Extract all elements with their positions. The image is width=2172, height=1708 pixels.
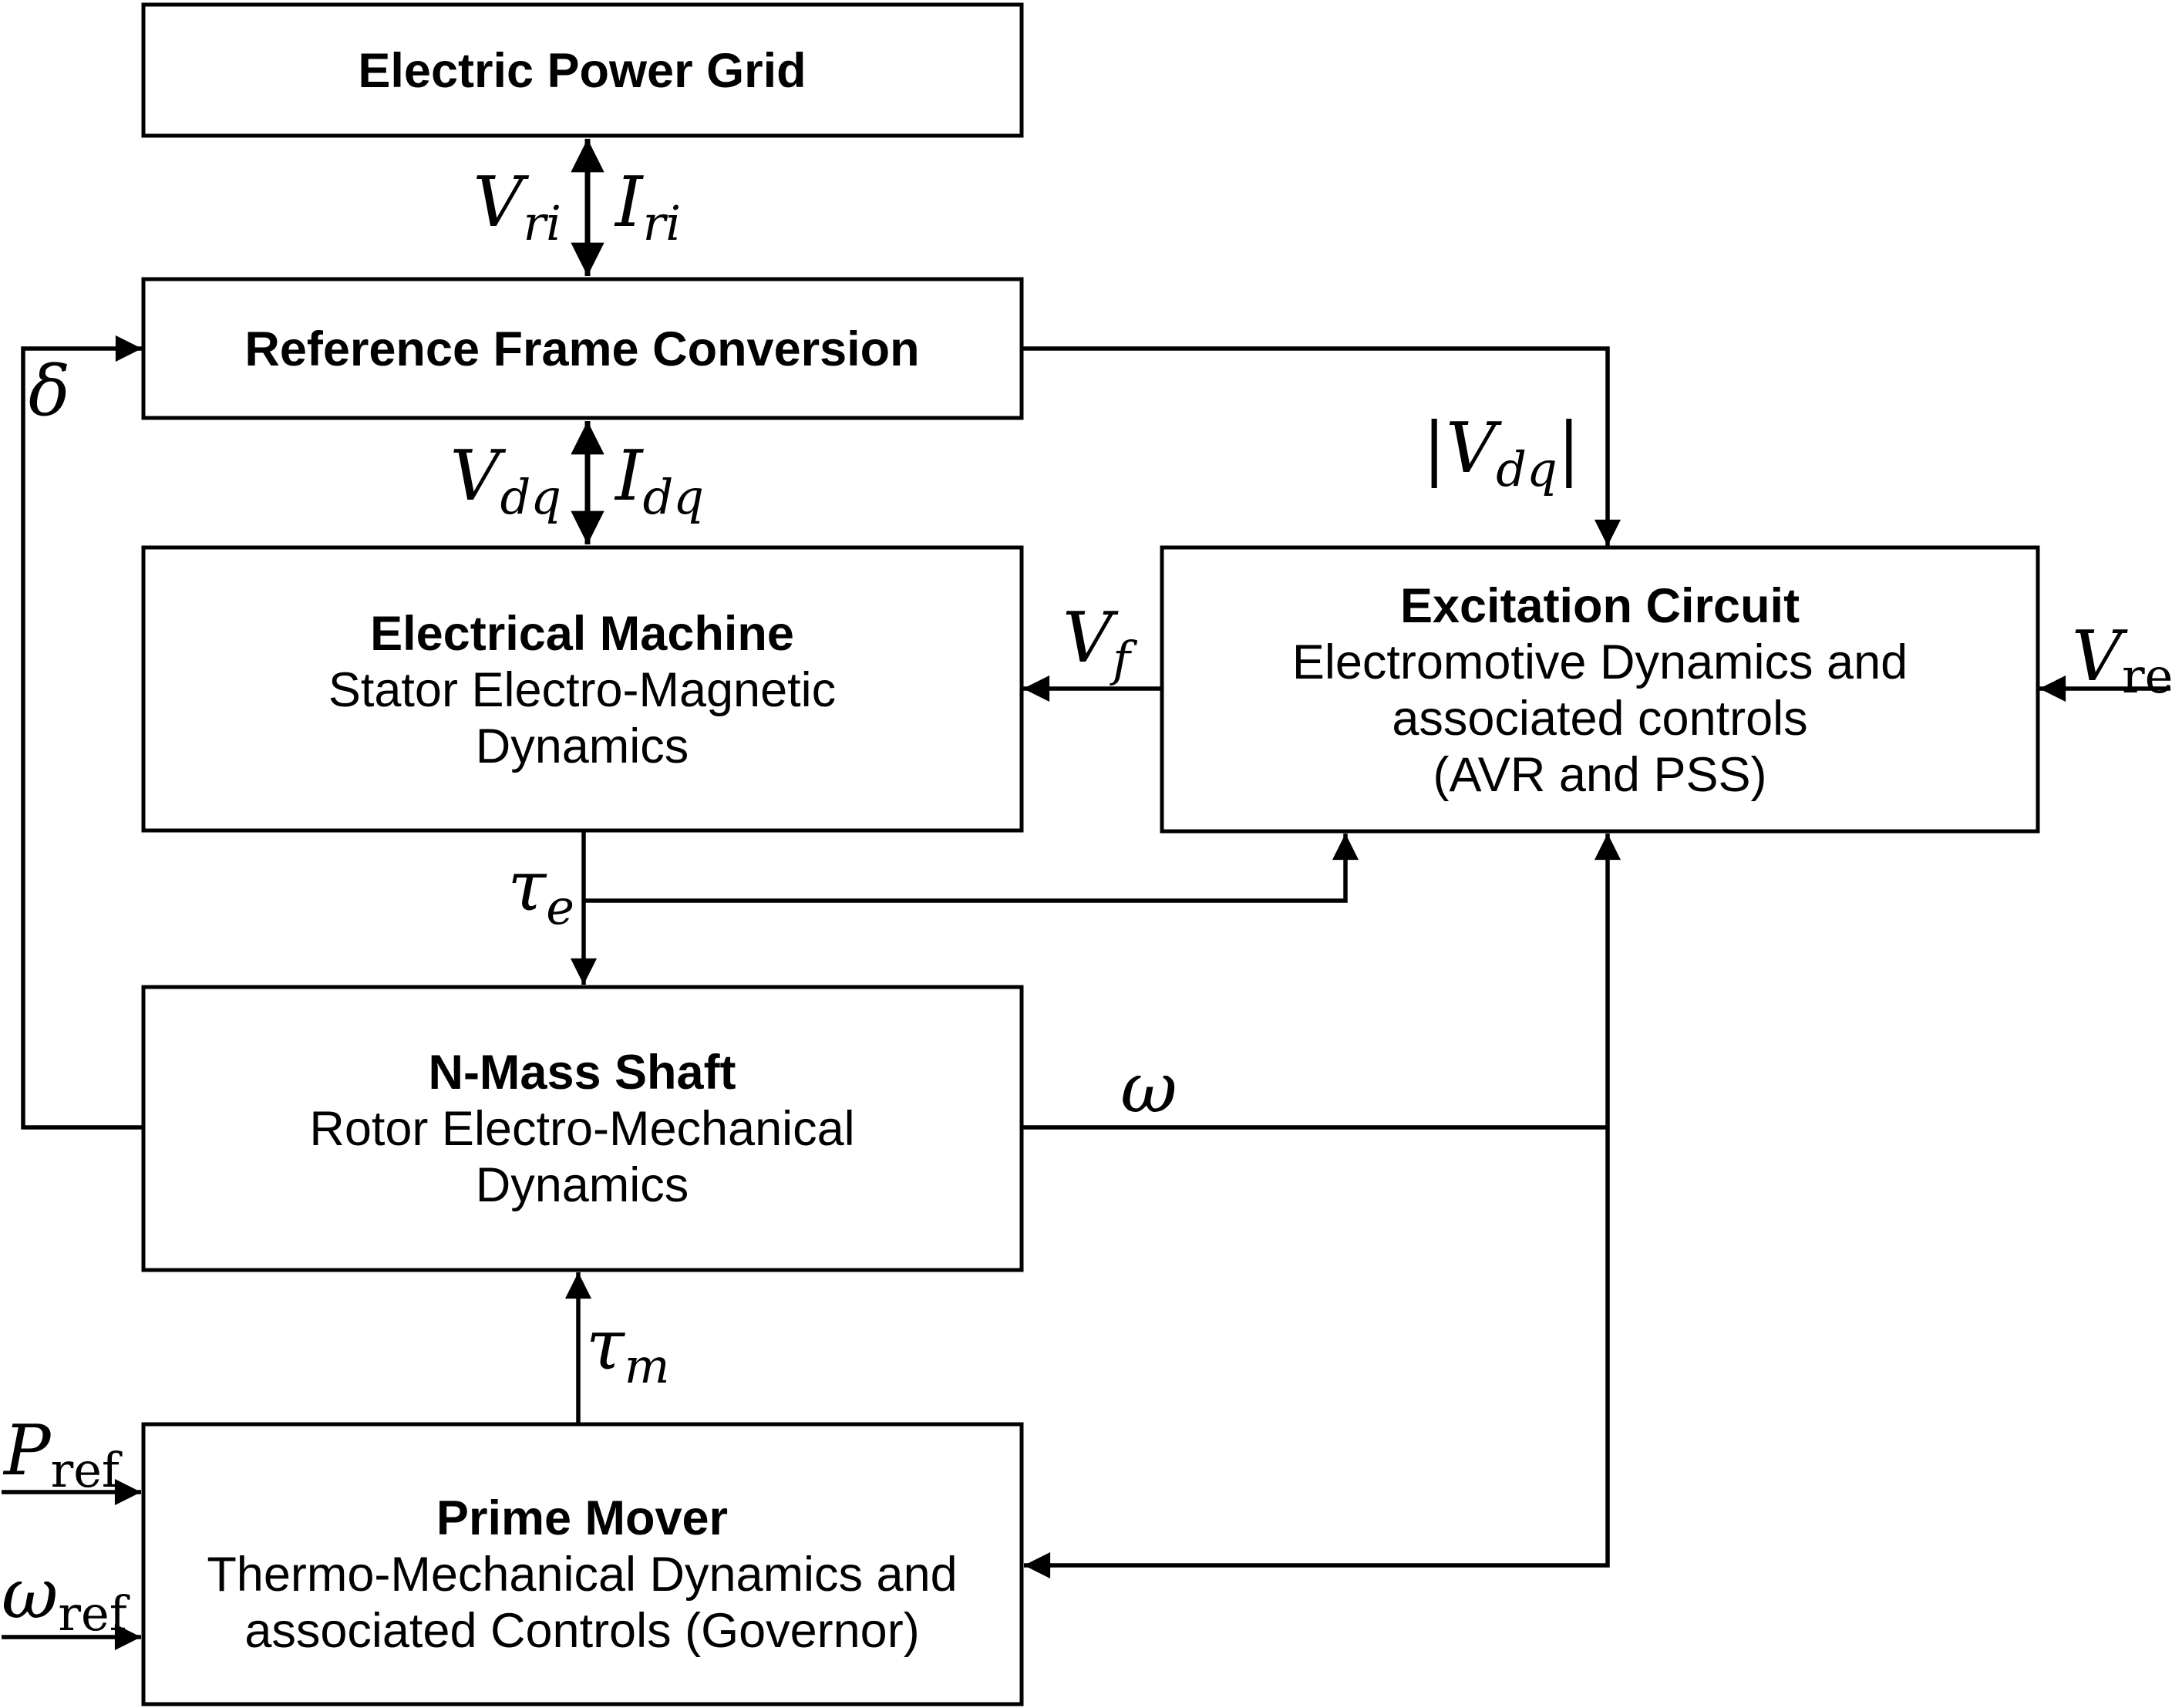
i-ri-label: Iri <box>614 162 681 251</box>
excitation-circuit-subtitle: Electromotive Dynamics and <box>1292 635 1908 689</box>
excitation-circuit-title: Excitation Circuit <box>1400 579 1800 633</box>
delta-label: δ <box>29 351 70 432</box>
prime-mover-title: Prime Mover <box>436 1491 728 1545</box>
v-ref-label: Vref <box>2072 616 2172 704</box>
v-dq-magnitude-label: |Vdq| <box>1423 408 1581 497</box>
excitation-circuit-subtitle: associated controls <box>1392 692 1807 746</box>
n-mass-shaft-title: N-Mass Shaft <box>428 1046 736 1100</box>
v-dq-label: Vdq <box>450 436 561 525</box>
v-dq-magnitude-line <box>1022 346 1621 546</box>
delta-feedback-line <box>21 335 143 1130</box>
v-f-label: Vf <box>1062 598 1138 687</box>
omega-ref-label: ωref <box>2 1554 130 1642</box>
prime-mover-subtitle: Thermo-Mechanical Dynamics and <box>207 1548 957 1602</box>
electrical-machine-subtitle: Stator Electro-Magnetic <box>328 663 836 717</box>
tau-e-branch-line <box>584 834 1359 903</box>
reference-frame-conversion-box <box>141 277 1024 420</box>
omega-label: ω <box>1120 1048 1177 1129</box>
electrical-machine-box <box>141 545 1024 833</box>
prime-mover-box <box>141 1422 1024 1706</box>
reference-frame-conversion-title: Reference Frame Conversion <box>244 322 919 376</box>
i-dq-label: Idq <box>614 436 704 525</box>
tau-m-label: τm <box>586 1305 670 1394</box>
electric-power-grid-title: Electric Power Grid <box>358 44 806 98</box>
prime-mover-subtitle: associated Controls (Governor) <box>244 1604 919 1658</box>
v-ri-label: Vri <box>473 162 561 251</box>
tau-e-label: τe <box>508 846 575 935</box>
n-mass-shaft-box <box>141 985 1024 1272</box>
p-ref-label: Pref <box>2 1410 123 1498</box>
excitation-circuit-subtitle: (AVR and PSS) <box>1433 748 1766 802</box>
electrical-machine-subtitle: Dynamics <box>476 719 689 773</box>
n-mass-shaft-subtitle: Dynamics <box>476 1158 689 1212</box>
omega-to-prime-mover-line <box>1024 1127 1610 1579</box>
electrical-machine-title: Electrical Machine <box>370 607 794 661</box>
electric-power-grid-box <box>141 2 1024 138</box>
n-mass-shaft-subtitle: Rotor Electro-Mechanical <box>309 1102 854 1156</box>
excitation-circuit-box <box>1160 545 2040 834</box>
